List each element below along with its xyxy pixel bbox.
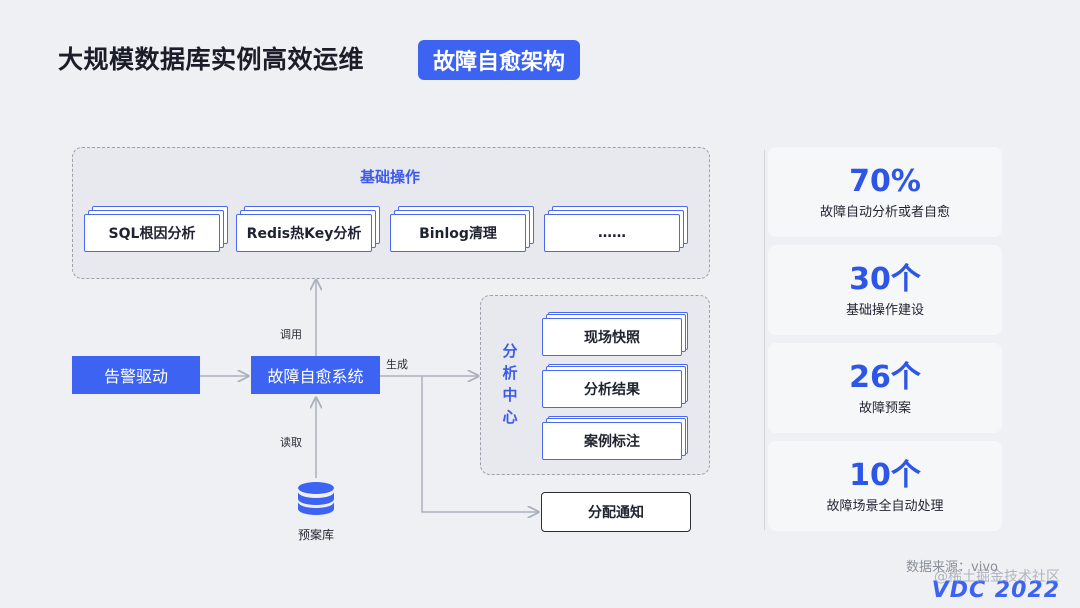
analysis-item-card: 现场快照 bbox=[542, 312, 688, 356]
generate-label: 生成 bbox=[386, 358, 408, 371]
analysis-item-label: 现场快照 bbox=[542, 318, 682, 356]
stat-label: 故障自动分析或者自愈 bbox=[819, 204, 950, 220]
stat-value: 10个 bbox=[849, 457, 921, 493]
vdc-logo: VDC 2022 bbox=[931, 578, 1060, 603]
read-label: 读取 bbox=[280, 436, 302, 449]
analysis-item-label: 分析结果 bbox=[542, 370, 682, 408]
stat-value: 30个 bbox=[849, 261, 921, 297]
stat-label: 故障场景全自动处理 bbox=[826, 498, 944, 514]
analysis-item-card: 分析结果 bbox=[542, 364, 688, 408]
stat-value: 70% bbox=[849, 163, 921, 199]
basic-op-card: Binlog清理 bbox=[390, 206, 534, 252]
basic-op-label: SQL根因分析 bbox=[84, 214, 220, 252]
section-badge: 故障自愈架构 bbox=[418, 40, 580, 80]
arrow-system-to-notify bbox=[421, 376, 538, 512]
self-healing-system-node: 故障自愈系统 bbox=[251, 356, 380, 394]
stat-card: 10个 故障场景全自动处理 bbox=[768, 441, 1002, 531]
invoke-label: 调用 bbox=[280, 328, 302, 341]
analysis-center-title: 分 析 中 心 bbox=[502, 342, 518, 426]
notify-node: 分配通知 bbox=[541, 492, 691, 532]
database-icon bbox=[298, 482, 334, 515]
basic-op-card: SQL根因分析 bbox=[84, 206, 228, 252]
analysis-item-label: 案例标注 bbox=[542, 422, 682, 460]
stat-label: 故障预案 bbox=[858, 400, 911, 416]
analysis-item-card: 案例标注 bbox=[542, 416, 688, 460]
page-title: 大规模数据库实例高效运维 bbox=[58, 45, 365, 74]
basic-ops-title: 基础操作 bbox=[359, 168, 420, 186]
alert-driver-node: 告警驱动 bbox=[72, 356, 200, 394]
stat-card: 26个 故障预案 bbox=[768, 343, 1002, 433]
data-source-note: 数据来源：vivo bbox=[906, 560, 998, 575]
basic-op-label: …… bbox=[544, 214, 680, 252]
stat-label: 基础操作建设 bbox=[845, 302, 924, 318]
basic-op-label: Binlog清理 bbox=[390, 214, 526, 252]
stat-card: 30个 基础操作建设 bbox=[768, 245, 1002, 335]
stat-card: 70% 故障自动分析或者自愈 bbox=[768, 147, 1002, 237]
basic-op-card: …… bbox=[544, 206, 688, 252]
divider bbox=[764, 150, 765, 530]
stat-value: 26个 bbox=[849, 359, 921, 395]
watermark: @稀土掘金技术社区 bbox=[934, 569, 1060, 585]
basic-op-card: Redis热Key分析 bbox=[236, 206, 380, 252]
basic-op-label: Redis热Key分析 bbox=[236, 214, 372, 252]
db-label: 预案库 bbox=[297, 528, 334, 542]
